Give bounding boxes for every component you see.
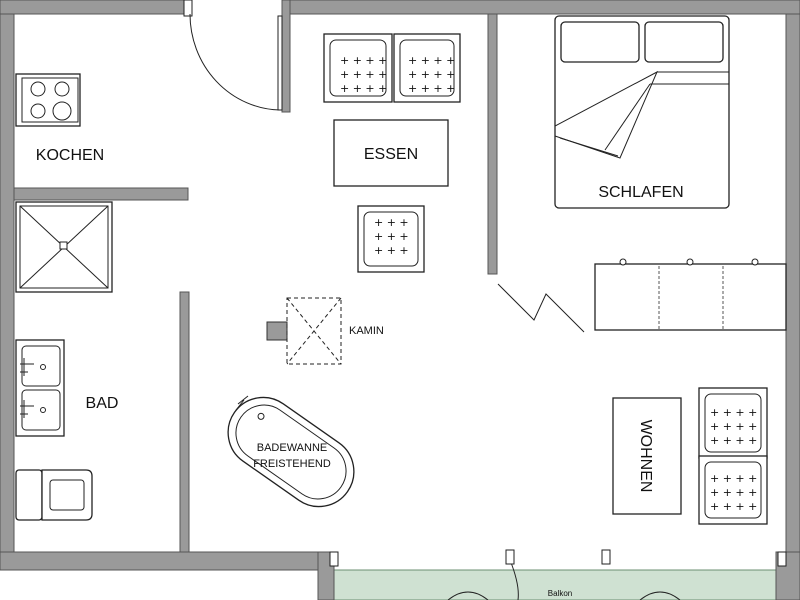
svg-text:+ + +: + + + <box>374 230 409 243</box>
wardrobe <box>594 258 787 331</box>
svg-text:+ + + +: + + + + <box>408 54 455 67</box>
svg-text:+ + +: + + + <box>374 244 409 257</box>
bottom-openings <box>329 549 787 567</box>
balcony-floor <box>333 569 787 600</box>
balcony: Balkon <box>333 559 787 600</box>
fireplace: KAMIN <box>266 297 384 365</box>
bathtub-faucet <box>235 395 249 411</box>
pillow-right <box>644 21 724 63</box>
svg-text:+ + + +: + + + + <box>710 406 757 419</box>
kitchen: KOCHEN <box>15 73 104 164</box>
bathtub-label-line1: BADEWANNE <box>257 442 328 454</box>
svg-text:+ + + +: + + + + <box>710 500 757 513</box>
fireplace-base <box>266 321 288 341</box>
burner-top-right <box>54 81 70 97</box>
door-jamb-left <box>183 0 193 17</box>
dining-table <box>333 119 449 187</box>
bedroom: SCHLAFEN <box>554 15 787 331</box>
blanket-fold <box>554 70 659 159</box>
svg-text:+ + + +: + + + + <box>408 68 455 81</box>
armchair-top: + + + ++ + + ++ + + + <box>698 387 768 459</box>
svg-text:+ + + +: + + + + <box>340 82 387 95</box>
sliding-partition-symbol <box>497 283 585 333</box>
room-label-schlafen: SCHLAFEN <box>598 184 683 201</box>
bathtub <box>227 396 355 508</box>
pillow-left <box>560 21 640 63</box>
wall-kitchen-bath <box>13 187 189 201</box>
bathroom: BAD <box>15 201 119 521</box>
shower <box>15 201 113 293</box>
bathtub-label-line2: FREISTEHEND <box>253 458 331 470</box>
blanket-fold-inner <box>559 137 619 157</box>
stove-inner <box>21 77 79 123</box>
room-label-essen: ESSEN <box>364 146 418 163</box>
svg-text:+ + + +: + + + + <box>710 486 757 499</box>
wall-bedroom-divider <box>487 13 498 275</box>
svg-text:+ + + +: + + + + <box>710 472 757 485</box>
balcony-chair-left <box>447 591 489 600</box>
burner-top-left <box>30 81 46 97</box>
burner-bottom-left <box>30 103 46 119</box>
balcony-chair-right <box>639 591 681 600</box>
fireplace-label: KAMIN <box>349 325 384 337</box>
wall-bottom-left <box>0 551 335 571</box>
balcony-label: Balkon <box>548 589 572 598</box>
room-label-kochen: KOCHEN <box>36 147 104 164</box>
cushion-pattern-tr: + + + ++ + + ++ + + + <box>408 54 455 95</box>
door-leaf <box>277 15 283 111</box>
entrance-door <box>183 0 283 111</box>
door-swing-arc <box>189 13 281 111</box>
cushion-pattern-tl: + + + ++ + + ++ + + + <box>340 54 387 95</box>
blanket-fold-edge <box>604 83 651 151</box>
burner-bottom-right <box>52 101 72 121</box>
stove <box>15 73 81 127</box>
svg-text:+ + + +: + + + + <box>710 420 757 433</box>
svg-text:+ + +: + + + <box>374 216 409 229</box>
wall-outer-left <box>0 0 15 571</box>
dining-area: + + + ++ + + ++ + + + + + + ++ + + ++ + … <box>323 33 461 273</box>
room-label-wohnen: WOHNEN <box>637 420 654 493</box>
dining-chair-bottom: + + ++ + ++ + + <box>357 205 425 273</box>
svg-text:+ + + +: + + + + <box>340 68 387 81</box>
bed <box>554 15 730 209</box>
wall-top-mid <box>281 0 800 15</box>
living-area: WOHNEN + + + ++ + + ++ + + + + + + ++ + … <box>612 387 768 525</box>
dining-chair-top-left <box>323 33 393 103</box>
dining-chair-top-right <box>393 33 461 103</box>
wall-door-jamb-right <box>281 0 291 113</box>
wall-bath-right <box>179 291 190 553</box>
coffee-table <box>612 397 682 515</box>
svg-text:+ + + +: + + + + <box>408 82 455 95</box>
toilet <box>15 469 93 521</box>
double-sink <box>15 339 65 437</box>
room-label-bad: BAD <box>86 395 119 412</box>
wall-top-left <box>0 0 189 15</box>
armchair-bottom: + + + ++ + + ++ + + + <box>698 455 768 525</box>
svg-text:+ + + +: + + + + <box>340 54 387 67</box>
fireplace-hood <box>286 297 342 365</box>
wall-outer-right <box>785 0 800 600</box>
svg-text:+ + + +: + + + + <box>710 434 757 447</box>
